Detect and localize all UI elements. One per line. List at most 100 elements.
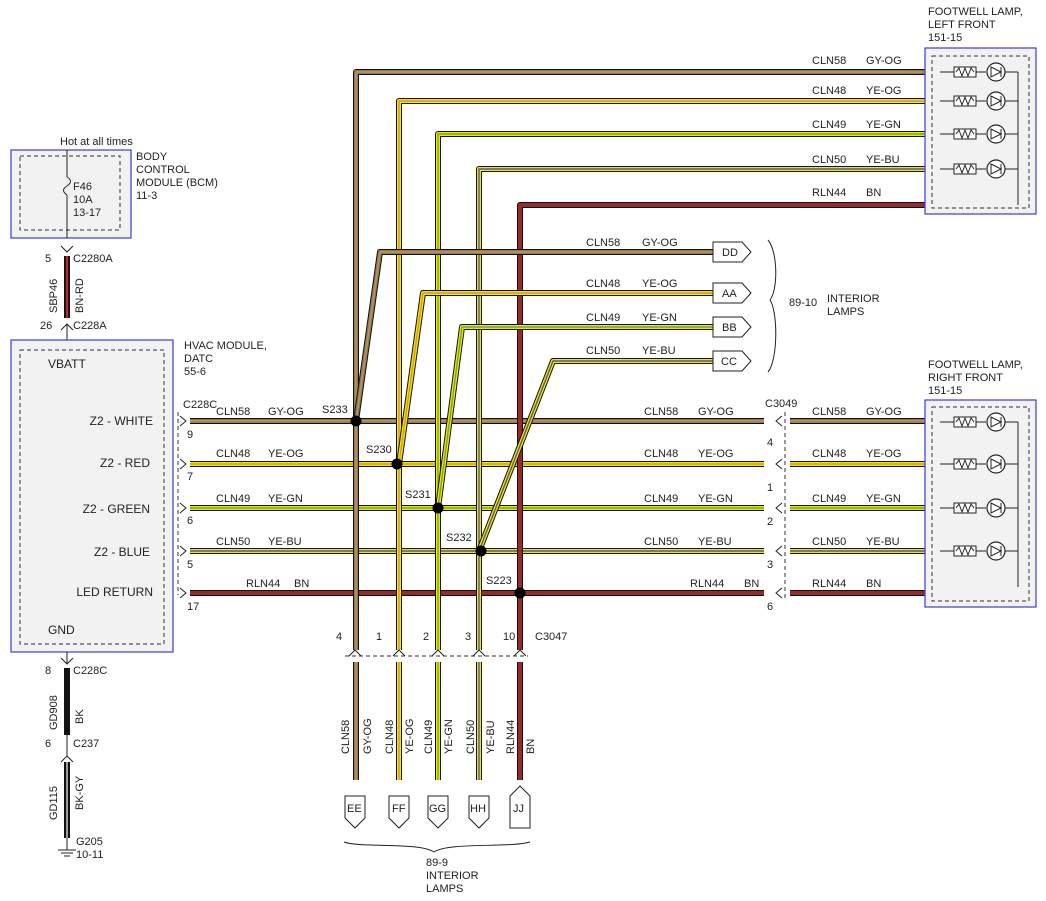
label-fl-cln58: CLN58 (812, 55, 846, 67)
hvac-arrow-green (179, 502, 187, 514)
brace-top (767, 239, 777, 373)
feed-conn-top: C2280A (73, 253, 113, 265)
ground-conn2: C237 (73, 738, 99, 750)
label-h1-yegn: YE-GN (268, 493, 303, 505)
connector-gg (427, 795, 449, 829)
hvac-output-blue: Z2 - BLUE (94, 545, 150, 559)
hvac-vbatt: VBATT (48, 357, 86, 371)
led-triangle (990, 95, 1003, 107)
connector-jj-label: JJ (513, 803, 524, 815)
wire-v-bn (518, 203, 925, 650)
led-icon (986, 159, 1006, 179)
interior-top-ref: 89-10 (789, 297, 817, 309)
label-h2-cln48: CLN48 (644, 448, 678, 460)
fr-title-3: 151-15 (928, 385, 962, 397)
label-h3-cln50: CLN50 (812, 536, 846, 548)
hvac-arrow-white (179, 415, 187, 427)
resistor-zigzag (955, 458, 975, 470)
hvac-pin-red: 7 (187, 471, 193, 483)
label-fl-cln49: CLN49 (812, 119, 846, 131)
fuse-symbol (63, 176, 71, 196)
label-h1-yeog: YE-OG (268, 448, 303, 460)
splice-label-s232: S232 (446, 532, 472, 544)
label-h1-rln44: RLN44 (246, 578, 280, 590)
hvac-title-1: HVAC MODULE, (184, 340, 267, 352)
connector-dd-label: DD (722, 247, 738, 259)
bcm-title-3: MODULE (BCM) (136, 177, 218, 189)
resistor-zigzag (955, 416, 975, 428)
label-fl-yebu: YE-BU (866, 154, 900, 166)
resistor-zigzag (955, 545, 975, 557)
splices: S233 S230 S231 S232 S223 (322, 404, 512, 587)
c3049-pin-2: 2 (767, 516, 773, 528)
connector-hh (468, 795, 490, 829)
label-aa-yeog: YE-OG (642, 278, 677, 290)
bcm-section: Hot at all times F46 10A 13-17 BODY CONT… (10, 136, 218, 239)
splice-dot-4 (475, 545, 487, 557)
splice-dot-2 (391, 458, 403, 470)
label-dd-cln58: CLN58 (586, 237, 620, 249)
label-h3-bn: BN (866, 578, 881, 590)
c3047-pin-4: 4 (336, 631, 342, 643)
bottom-wire-labels: CLN58 GY-OG CLN48 YE-OG CLN49 YE-GN CLN5… (340, 718, 537, 754)
hvac-gnd: GND (48, 623, 75, 637)
feed-color: BN-RD (74, 278, 86, 313)
ground-circuit2: GD115 (48, 786, 60, 820)
connector-ff-label: FF (392, 803, 406, 815)
fl-title-3: 151-15 (928, 32, 962, 44)
label-h2-rln44: RLN44 (690, 578, 724, 590)
label-h1-cln50: CLN50 (216, 536, 250, 548)
bottom-bn: BN (525, 739, 537, 754)
label-h3-cln49: CLN49 (812, 493, 846, 505)
c3049-name: C3049 (765, 398, 797, 410)
hvac-arrow-blue (179, 545, 187, 557)
fr-led-group (940, 412, 1019, 587)
connector-cc-label: CC (721, 356, 737, 368)
led-icon (986, 454, 1006, 474)
feed-conn-bottom: C228A (73, 320, 107, 332)
bcm-title-1: BODY (136, 151, 168, 163)
label-h3-gyog: GY-OG (866, 406, 902, 418)
hvac-inner (19, 349, 165, 645)
led-icon (986, 124, 1006, 144)
label-h2-gyog: GY-OG (698, 406, 734, 418)
label-h3-yegn: YE-GN (866, 493, 901, 505)
label-bb-yegn: YE-GN (642, 312, 677, 324)
label-cc-yebu: YE-BU (642, 345, 676, 357)
bottom-yegn: YE-GN (443, 719, 455, 754)
wire-branch-gy-og-stripe (355, 251, 713, 422)
connector-arrow-c2280a (60, 245, 74, 253)
led-triangle (990, 502, 1003, 514)
ground-id: G205 (76, 836, 103, 848)
ground-ref: 10-11 (76, 849, 103, 861)
feed-circuit: SBP46 (48, 279, 60, 313)
fl-led-group (940, 62, 1019, 205)
label-fl-gyog: GY-OG (866, 55, 902, 67)
resistor-zigzag (955, 502, 975, 514)
led-triangle (990, 163, 1003, 175)
label-h2-yegn: YE-GN (698, 493, 733, 505)
connector-ee (344, 795, 366, 829)
splice-dot-1 (350, 415, 362, 427)
wire-v-ye-gn (436, 132, 925, 650)
hvac-output-green: Z2 - GREEN (83, 502, 150, 516)
label-bb-cln49: CLN49 (586, 312, 620, 324)
c3049-arrow-4 (775, 545, 783, 557)
bcm-title-4: 11-3 (136, 190, 157, 202)
resistor-zigzag (955, 128, 975, 140)
c3049-arrow-1 (775, 415, 783, 427)
led-triangle (990, 545, 1003, 557)
label-h1-bn: BN (294, 578, 309, 590)
bcm-box (10, 149, 132, 239)
connector-bb (712, 316, 752, 338)
splice-label-s223: S223 (486, 575, 512, 587)
label-h1-cln58: CLN58 (216, 406, 250, 418)
bottom-rln44: RLN44 (505, 720, 517, 754)
fl-inner (931, 55, 1030, 209)
ground-pin1: 8 (45, 665, 51, 677)
led-icon (986, 498, 1006, 518)
footwell-lamp-right: FOOTWELL LAMP, RIGHT FRONT 151-15 (924, 359, 1037, 608)
fl-title-2: LEFT FRONT (928, 19, 996, 31)
bcm-title-2: CONTROL (136, 164, 190, 176)
wire-layer (190, 69, 925, 780)
